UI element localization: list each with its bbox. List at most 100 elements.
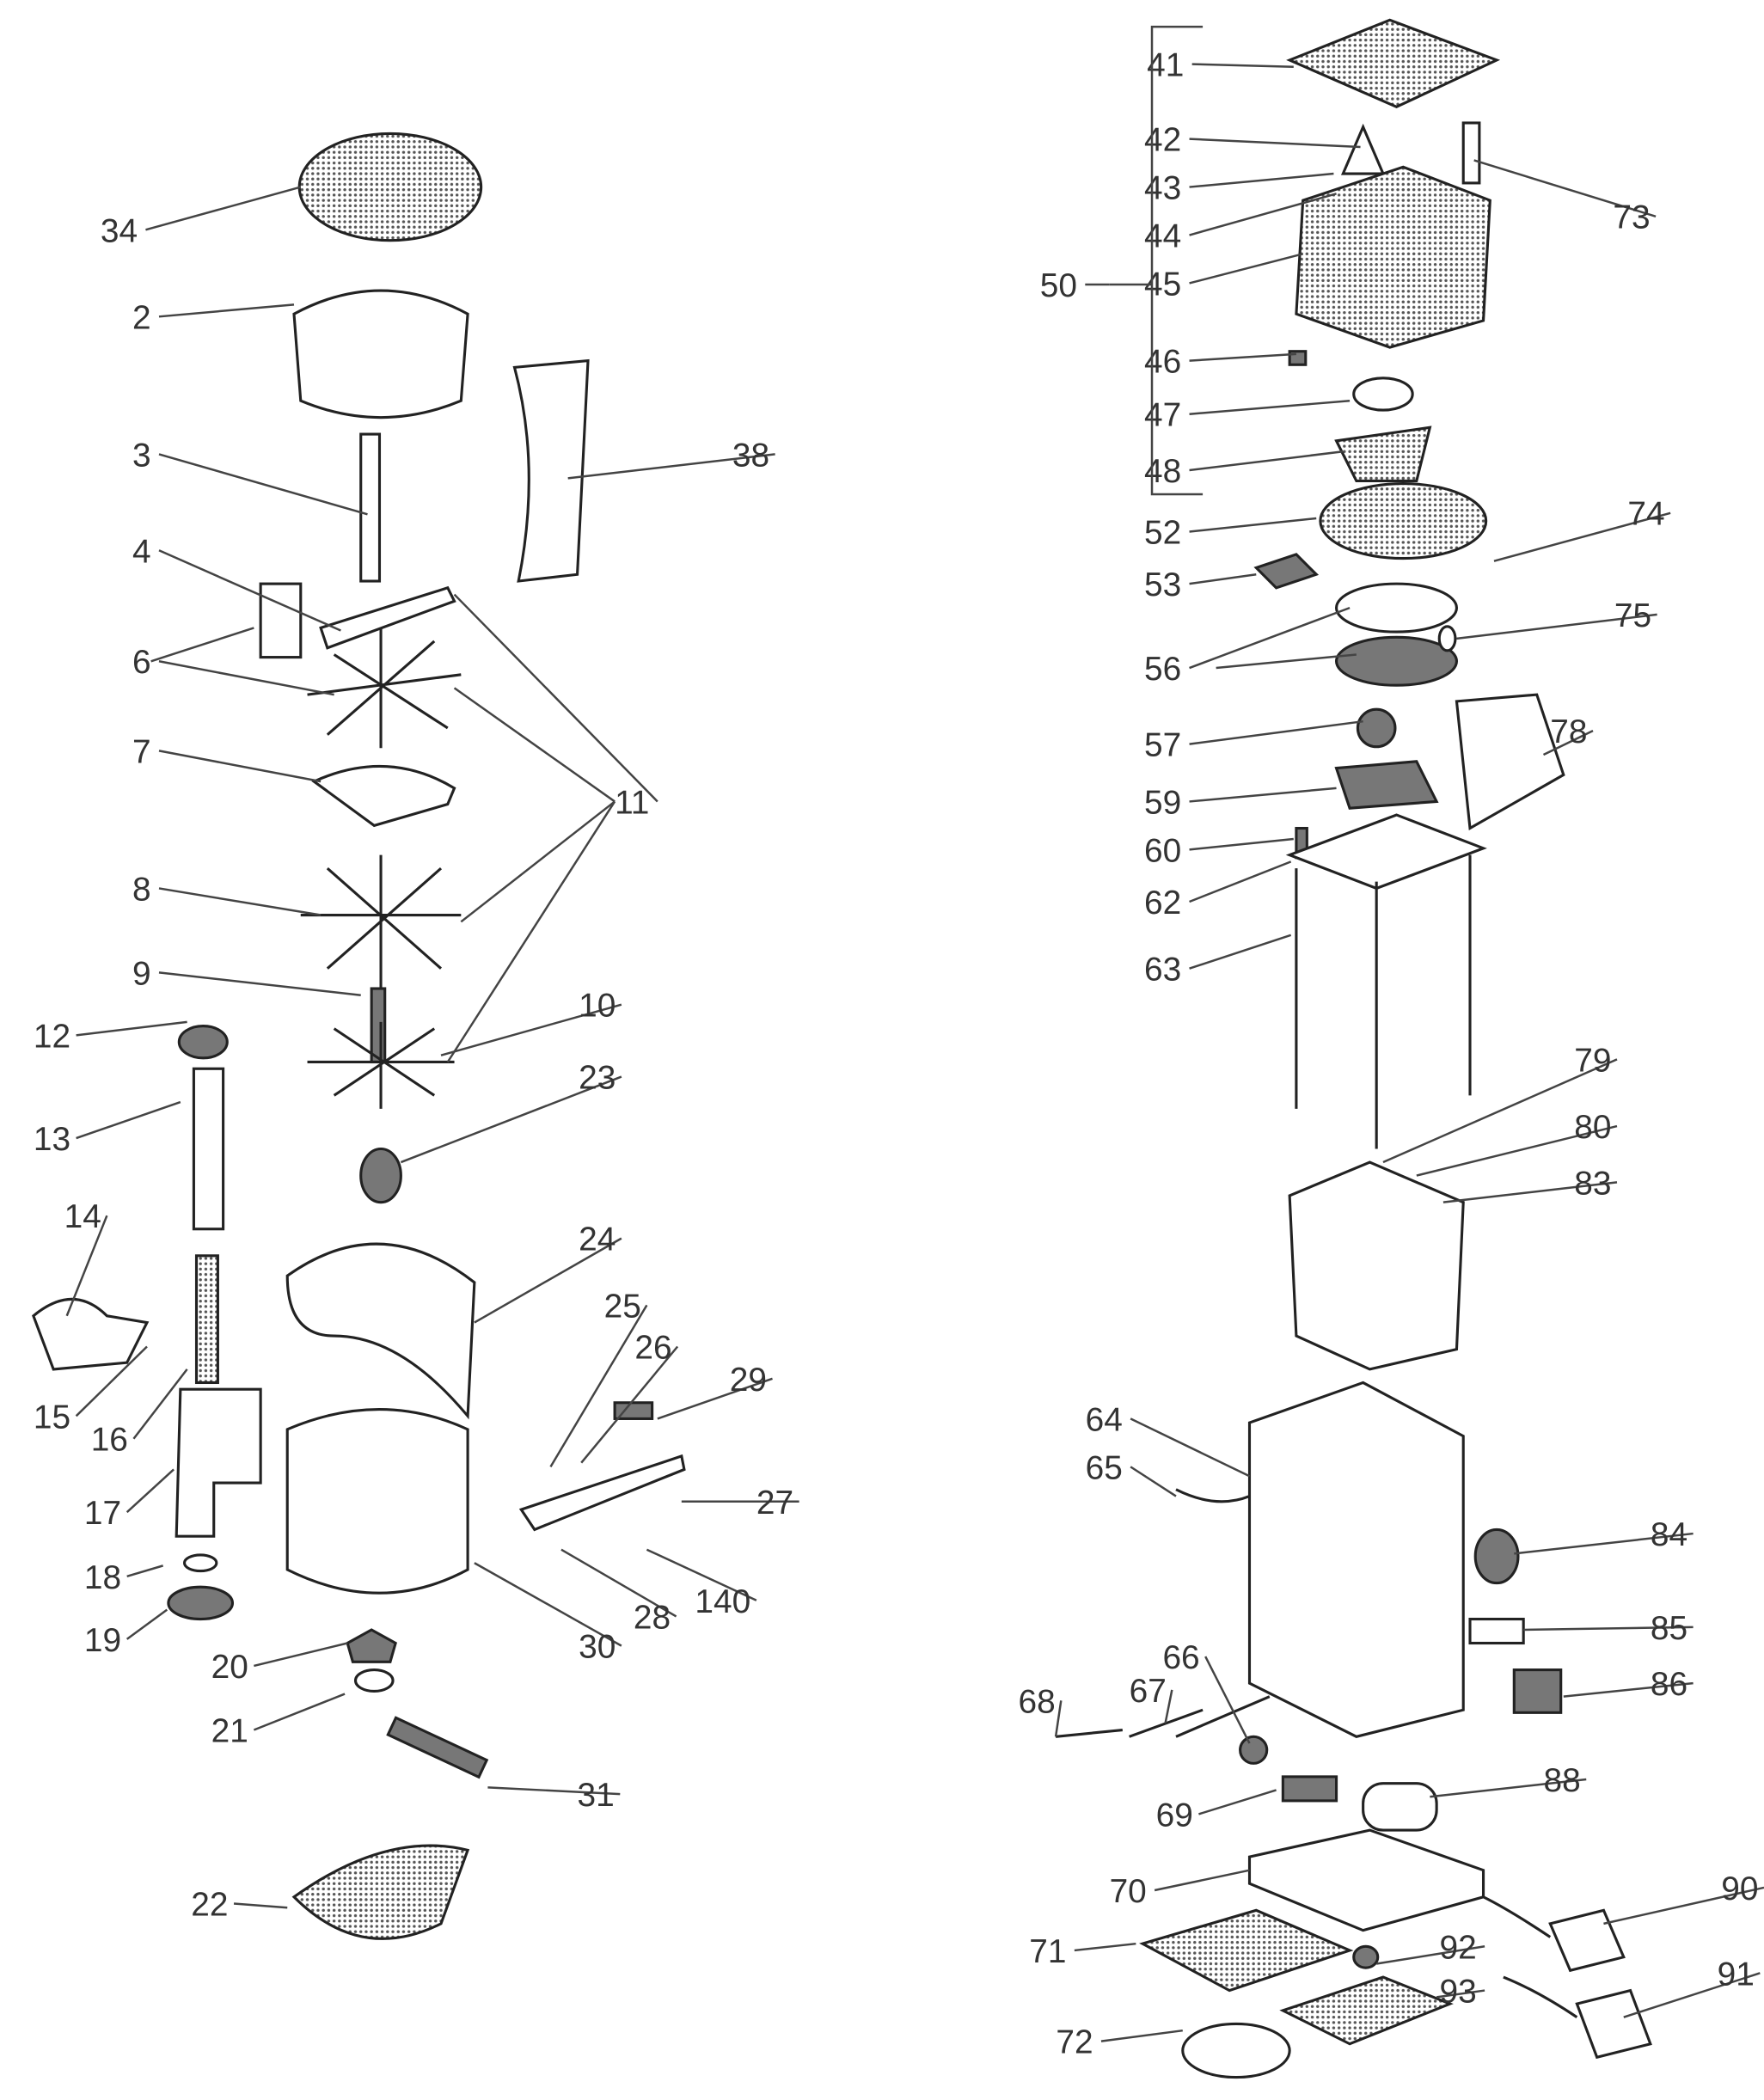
part-label-73: 73 (1613, 199, 1650, 236)
carrier-59 (1334, 760, 1439, 810)
leader-line-11 (453, 593, 658, 803)
lid-41 (1286, 18, 1501, 109)
leader-line-83 (1442, 1181, 1618, 1203)
plug-91 (1503, 1975, 1652, 2060)
leader-line-67 (1164, 1689, 1173, 1723)
leader-line-22 (233, 1902, 288, 1909)
part-label-92: 92 (1440, 1929, 1477, 1966)
leader-line-6 (150, 627, 254, 663)
leader-line-68 (1054, 1700, 1063, 1737)
part-label-23: 23 (579, 1060, 616, 1097)
part-label-47: 47 (1144, 397, 1181, 434)
part-label-31: 31 (578, 1777, 615, 1814)
leader-line-86 (1563, 1681, 1694, 1698)
disc-7 (311, 764, 456, 828)
leader-line-38 (567, 453, 775, 480)
part-label-53: 53 (1144, 566, 1181, 603)
leader-line-79 (1382, 1058, 1618, 1164)
part-label-68: 68 (1019, 1683, 1056, 1720)
part-label-44: 44 (1144, 218, 1181, 255)
filter-71 (1139, 1908, 1354, 1993)
leader-line-74 (1493, 511, 1671, 562)
leader-line-78 (1542, 729, 1594, 756)
part-label-10: 10 (579, 988, 616, 1025)
leader-line-64 (1130, 1417, 1251, 1478)
rods-63 (1295, 854, 1472, 1149)
leader-line-57 (1189, 719, 1363, 745)
kit-78 (1455, 693, 1565, 831)
leader-line-2 (158, 303, 295, 318)
motor-83 (1288, 1160, 1465, 1371)
leader-line-7 (158, 750, 322, 783)
leader-line-23 (400, 1075, 622, 1164)
leader-line-31 (487, 1786, 621, 1796)
leader-line-24 (474, 1237, 622, 1324)
part-label-91: 91 (1718, 1956, 1755, 1993)
leader-line-72 (1100, 2029, 1183, 2042)
blade-4 (319, 585, 456, 650)
leader-line-43 (1189, 172, 1334, 188)
leader-line-62 (1189, 860, 1292, 903)
part-label-66: 66 (1162, 1639, 1199, 1676)
part-label-14: 14 (64, 1198, 101, 1235)
part-label-25: 25 (604, 1288, 641, 1325)
leader-line-75 (1456, 613, 1657, 640)
label-85 (1468, 1617, 1525, 1645)
leader-line-66 (1204, 1656, 1251, 1744)
leader-line-88 (1430, 1778, 1587, 1798)
nut-19 (167, 1585, 235, 1621)
leader-lines (65, 63, 1764, 2042)
part-label-2: 2 (132, 299, 151, 336)
part-label-19: 19 (84, 1622, 121, 1659)
part-label-13: 13 (34, 1121, 70, 1158)
star-10 (307, 1021, 455, 1109)
leader-line-18 (126, 1564, 164, 1577)
part-label-86: 86 (1651, 1666, 1687, 1703)
leader-line-8 (158, 887, 322, 916)
leader-line-15 (75, 1345, 148, 1417)
part-label-20: 20 (211, 1649, 248, 1686)
part-label-34: 34 (101, 212, 138, 249)
hopper-45 (1295, 165, 1491, 349)
part-label-4: 4 (132, 533, 151, 570)
washer-21 (353, 1668, 395, 1693)
part-label-17: 17 (84, 1495, 121, 1532)
leader-line-26 (580, 1345, 679, 1464)
leader-line-53 (1189, 573, 1257, 585)
leader-line-34 (145, 186, 302, 231)
part-label-63: 63 (1144, 952, 1181, 989)
part-label-64: 64 (1086, 1401, 1123, 1438)
plate-93 (1279, 1975, 1454, 2046)
leader-line-59 (1189, 787, 1337, 803)
leader-line-14 (65, 1215, 108, 1317)
leader-line-46 (1189, 352, 1296, 362)
leader-line-140 (646, 1548, 757, 1601)
part-label-41: 41 (1147, 47, 1184, 84)
part-label-9: 9 (132, 955, 151, 992)
nut-20 (346, 1628, 397, 1663)
cord-guard-65 (1175, 1488, 1251, 1503)
plate-5 (259, 582, 303, 659)
leader-line-73 (1473, 159, 1657, 217)
terminal-block-69 (1281, 1775, 1338, 1803)
bracket-62 (1285, 813, 1487, 891)
part-label-59: 59 (1144, 784, 1181, 821)
part-label-140: 140 (695, 1583, 750, 1620)
part-label-18: 18 (84, 1559, 121, 1596)
leader-line-28 (560, 1548, 677, 1618)
part-label-65: 65 (1086, 1449, 1123, 1486)
part-label-57: 57 (1144, 727, 1181, 764)
part-label-50: 50 (1040, 267, 1077, 304)
impeller-8 (300, 854, 462, 989)
leader-line-91 (1623, 1972, 1761, 2018)
part-label-78: 78 (1550, 713, 1587, 750)
arm-17 (175, 1387, 262, 1538)
part-label-74: 74 (1627, 496, 1664, 533)
leader-line-9 (158, 971, 361, 997)
plug-90 (1482, 1895, 1626, 1973)
leader-line-11 (460, 800, 616, 923)
leader-line-21 (253, 1693, 346, 1731)
leader-line-56 (1216, 653, 1357, 670)
leader-line-20 (254, 1642, 348, 1668)
